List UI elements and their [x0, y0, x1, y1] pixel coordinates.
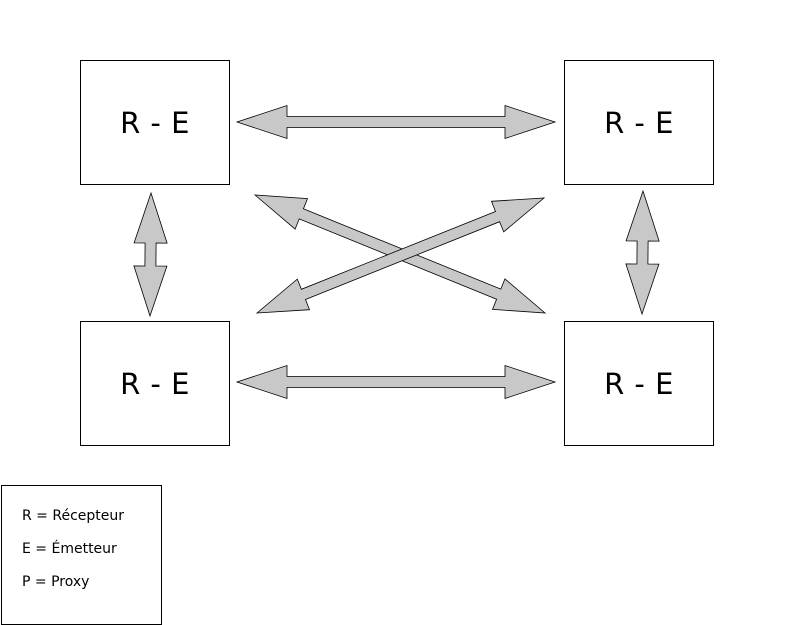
node-label: R - E	[120, 105, 190, 140]
legend-box: R = Récepteur E = Émetteur P = Proxy	[1, 485, 162, 625]
arrow-bottom-left-to-bottom-right	[235, 364, 557, 400]
node-top-left: R - E	[80, 60, 230, 185]
node-top-right: R - E	[564, 60, 714, 185]
arrows-layer	[133, 104, 660, 400]
legend-receptor: R = Récepteur	[22, 508, 124, 524]
node-label: R - E	[120, 366, 190, 401]
arrow-top-left-to-bottom-left	[133, 191, 168, 318]
diagram-canvas	[133, 104, 660, 400]
node-bottom-left: R - E	[80, 321, 230, 446]
legend-proxy: P = Proxy	[22, 574, 90, 590]
node-label: R - E	[604, 366, 674, 401]
node-label: R - E	[604, 105, 674, 140]
arrow-bottom-left-to-top-right	[255, 197, 546, 314]
arrow-top-left-to-top-right	[235, 104, 557, 140]
arrow-top-right-to-bottom-right	[625, 189, 660, 316]
node-bottom-right: R - E	[564, 321, 714, 446]
legend-emitter: E = Émetteur	[22, 541, 117, 557]
